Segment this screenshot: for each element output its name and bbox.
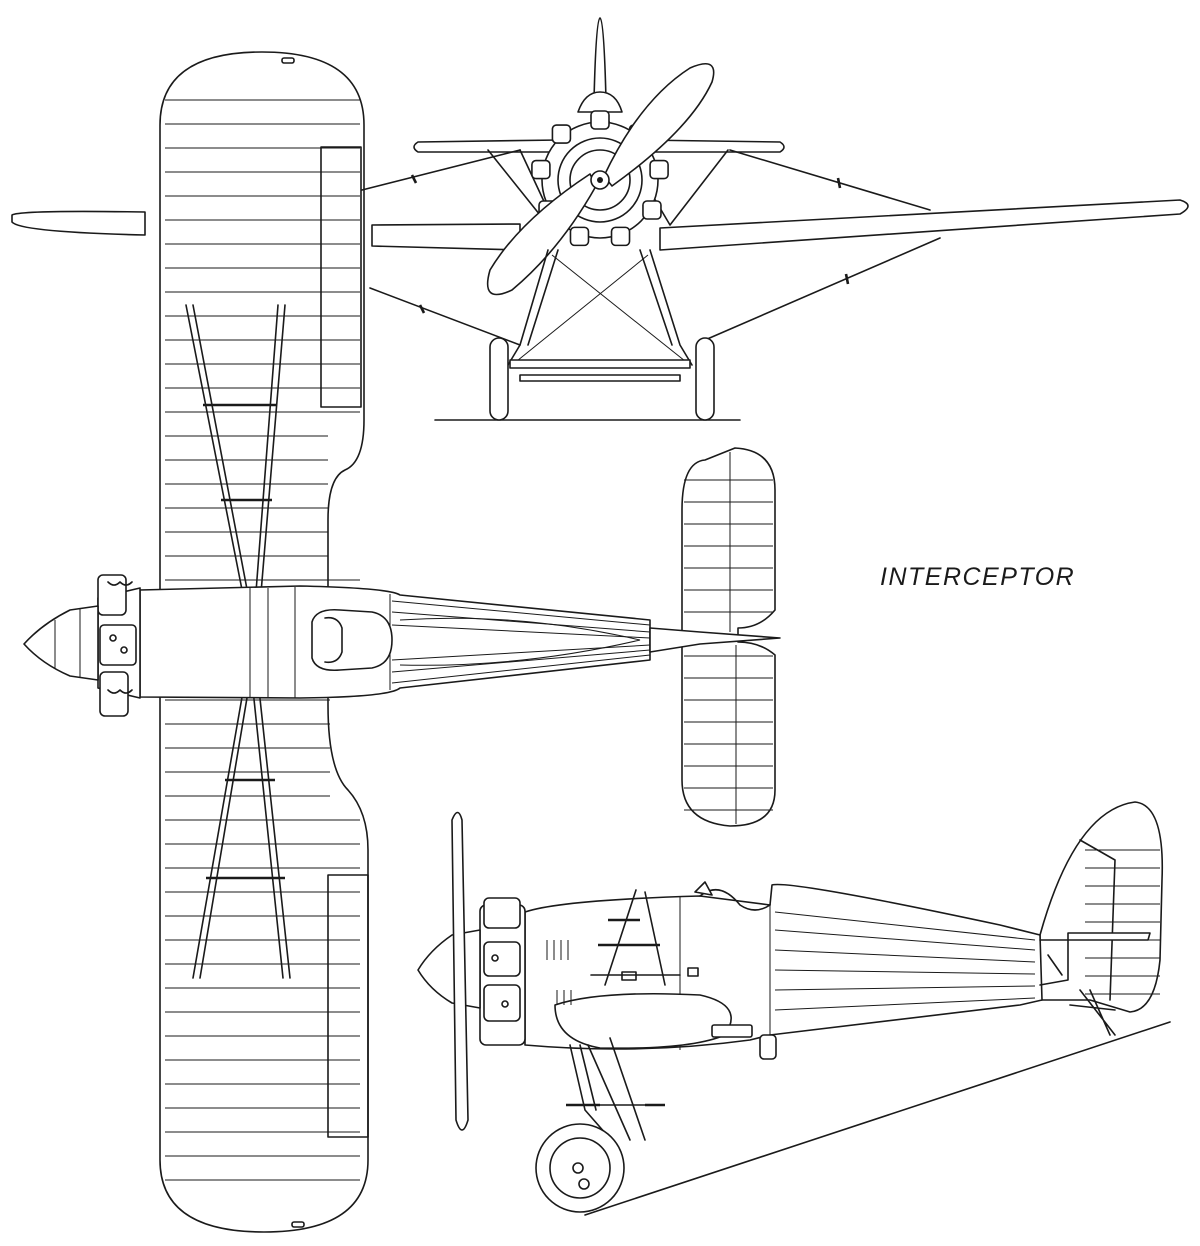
front-cylinder — [531, 159, 551, 180]
side-view — [417, 801, 1171, 1216]
front-cylinder — [569, 226, 590, 247]
plan-struts-upper — [185, 304, 286, 606]
plan-struts-lower — [192, 679, 291, 979]
front-cylinder — [551, 124, 572, 144]
side-propeller — [451, 811, 469, 1131]
plan-cockpit — [311, 608, 393, 672]
side-wheel — [535, 1123, 625, 1213]
front-cylinder — [610, 226, 631, 247]
aircraft-type-label: INTERCEPTOR — [880, 563, 1076, 591]
plan-aileron-upper — [320, 146, 362, 408]
side-cabane-struts — [590, 889, 699, 986]
side-engine — [479, 897, 526, 1046]
front-cylinder — [590, 110, 610, 130]
side-fin-rudder — [1039, 801, 1164, 1013]
front-lift-struts — [361, 149, 941, 346]
front-landing-gear — [489, 249, 715, 421]
front-wing-right — [659, 199, 1189, 251]
front-cylinder — [642, 200, 662, 220]
plan-aileron-lower — [327, 874, 369, 1138]
front-wing-left — [11, 210, 146, 236]
plan-spinner — [23, 605, 99, 681]
side-spinner — [417, 929, 481, 1009]
front-cylinder — [649, 159, 669, 180]
plan-view — [23, 51, 781, 1233]
side-ground-line — [584, 1021, 1171, 1216]
plan-cylinders — [97, 574, 137, 717]
front-upper-wing — [413, 139, 561, 153]
front-wheel-right — [695, 337, 715, 421]
front-view — [11, 17, 1189, 421]
plan-fuselage — [139, 585, 651, 699]
front-wheel-left — [489, 337, 509, 421]
plan-wing-outline — [159, 51, 369, 1233]
side-landing-gear — [535, 1037, 665, 1213]
front-propeller — [486, 63, 715, 296]
